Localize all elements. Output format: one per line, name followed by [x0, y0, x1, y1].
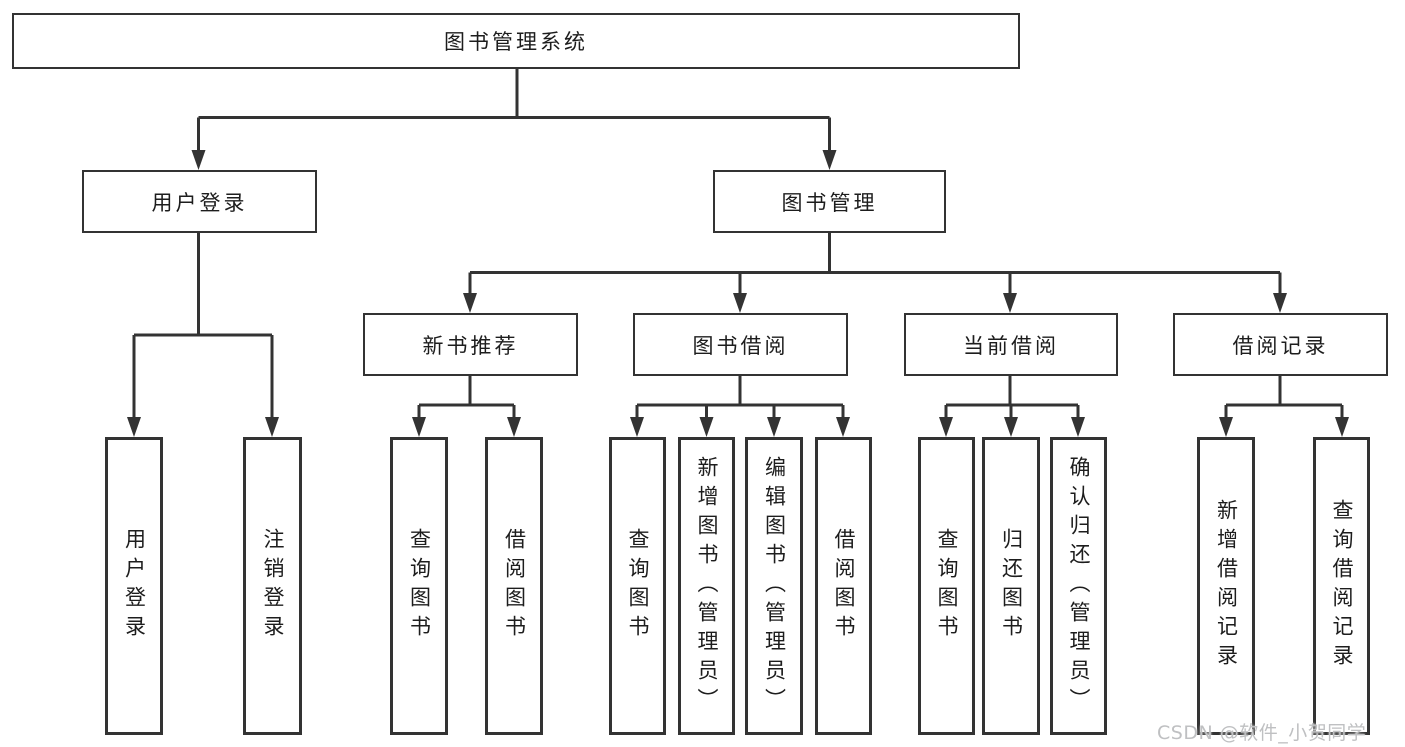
leaf-borrow-book: 借阅图书 [815, 437, 872, 735]
leaf-logout-login: 注销登录 [243, 437, 302, 735]
node-book-borrow: 图书借阅 [633, 313, 848, 376]
arrowhead [507, 417, 521, 437]
arrowhead [265, 417, 279, 437]
leaf-query-book-borrow: 查询图书 [609, 437, 666, 735]
leaf-user-login: 用户登录 [105, 437, 163, 735]
leaf-confirm-return-admin: 确认归还（管理员） [1050, 437, 1107, 735]
leaf-query-book-current: 查询图书 [918, 437, 975, 735]
arrowhead [463, 293, 477, 313]
connector-path [132, 68, 1344, 419]
arrowhead [630, 417, 644, 437]
node-borrow-records: 借阅记录 [1173, 313, 1388, 376]
arrowhead [191, 150, 206, 170]
arrowhead [1004, 417, 1018, 437]
leaf-query-borrow-record: 查询借阅记录 [1313, 437, 1370, 735]
node-library-system: 图书管理系统 [12, 13, 1020, 69]
arrowheads [127, 150, 1349, 437]
leaf-add-book-admin: 新增图书（管理员） [678, 437, 735, 735]
arrowhead [1003, 293, 1017, 313]
arrowhead [1071, 417, 1085, 437]
leaf-return-book: 归还图书 [982, 437, 1040, 735]
watermark: CSDN @软件_小贺同学 [1157, 722, 1367, 744]
leaf-add-borrow-record: 新增借阅记录 [1197, 437, 1255, 735]
arrowhead [767, 417, 781, 437]
leaf-edit-book-admin: 编辑图书（管理员） [745, 437, 803, 735]
leaf-borrow-book-recommend: 借阅图书 [485, 437, 543, 735]
arrowhead [939, 417, 953, 437]
arrowhead [1273, 293, 1287, 313]
arrowhead [822, 150, 837, 170]
node-new-book-recommend: 新书推荐 [363, 313, 578, 376]
arrowhead [733, 293, 747, 313]
leaf-query-book-recommend: 查询图书 [390, 437, 448, 735]
arrowhead [699, 417, 714, 437]
arrowhead [1219, 417, 1233, 437]
arrowhead [1335, 417, 1349, 437]
arrowhead [836, 417, 850, 437]
node-current-borrow: 当前借阅 [904, 313, 1118, 376]
node-user-login: 用户登录 [82, 170, 317, 233]
arrowhead [412, 417, 426, 437]
arrowhead [127, 417, 141, 437]
node-book-management: 图书管理 [713, 170, 946, 233]
